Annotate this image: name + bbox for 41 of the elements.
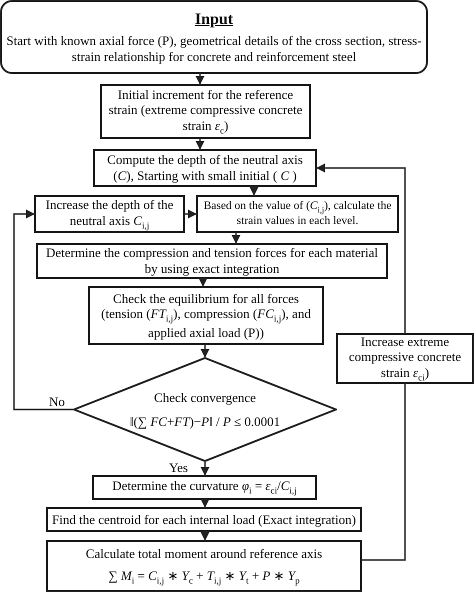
process-box	[100, 84, 311, 139]
arrow	[196, 139, 204, 150]
step-text: Find the centroid for each internal load (Exact integration)	[52, 512, 356, 528]
input-box	[0, 0, 428, 74]
process-box	[46, 540, 362, 592]
edge-label: No	[48, 395, 66, 408]
input-description: Start with known axial force (P), geometrical details of the cross section, stress- strain relationship for concrete and reinforcement steel	[5, 33, 423, 64]
process-box	[36, 243, 388, 279]
process-box	[34, 195, 185, 233]
arrow	[316, 164, 406, 333]
step-text: Check convergence	[154, 390, 256, 406]
arrow	[250, 186, 258, 196]
step-text: Check the equilibrium for all forces (tension (FT$_{i,j}$), compression (FC$_{i,j}$), and applied axial load (P))	[100, 290, 312, 340]
process-box	[93, 149, 317, 187]
step-text: Calculate total moment around reference axis	[86, 546, 322, 562]
step-text: Increase extreme compressive concrete strain ε$_{ci}$)	[348, 334, 462, 384]
arrow	[200, 462, 210, 476]
step-text: Initial increment for the reference strain (extreme compressive concrete strain ε$_{c}$)	[108, 86, 304, 136]
process-box	[46, 507, 362, 532]
box-heading: Input	[194, 10, 234, 29]
arrow	[200, 498, 210, 508]
decision-diamond	[73, 357, 337, 462]
step-text: Based on the value of (C$_{i,j}$), calculate the strain values in each level.	[202, 200, 392, 228]
formula-text: ‖(∑ FC+FT)−P‖ / P ≤ 0.0001	[130, 414, 280, 430]
arrow	[196, 74, 204, 85]
arrow	[13, 210, 73, 410]
edge-label: Yes	[168, 461, 189, 474]
step-text: Determine the compression and tension forces for each material by using exact integration	[44, 245, 380, 277]
process-box	[88, 286, 324, 345]
process-box	[92, 475, 317, 500]
step-text: Determine the curvature φ$_{i}$ = ε$_{ci}$/C$_{i,j}$	[112, 478, 297, 497]
step-text: Compute the depth of the neutral axis (C), Starting with small initial ( C )	[106, 152, 304, 184]
step-text: Increase the depth of the neutral axis C$_{i,j}$	[44, 196, 174, 232]
process-box	[336, 333, 474, 384]
arrow	[232, 233, 240, 244]
formula-text: ∑ M$_{i}$ = C$_{i,j}$ ∗ Y$_{c}$ + T$_{i,j}$ ∗ Y$_{t}$ + P ∗ Y$_{p}$	[108, 568, 300, 586]
process-box	[196, 195, 399, 233]
arrow	[200, 345, 210, 358]
arrow	[200, 532, 210, 541]
arrow	[185, 210, 197, 218]
arrow	[198, 278, 208, 287]
